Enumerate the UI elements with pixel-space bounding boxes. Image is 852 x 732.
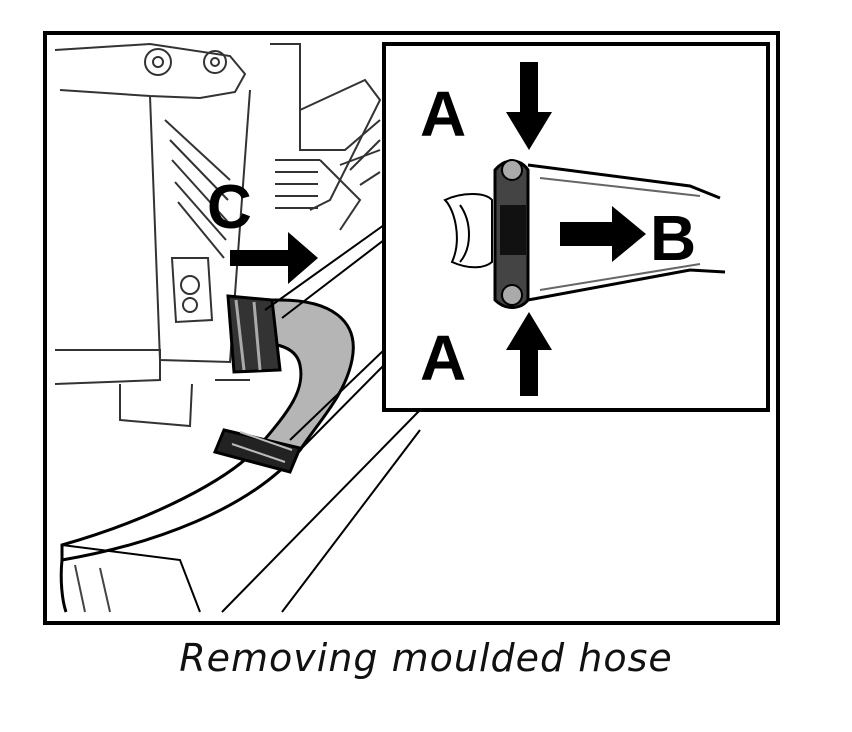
engine-bracket-drawing (54, 42, 382, 428)
clip-detail (443, 159, 726, 309)
inset-leader-lines (221, 224, 421, 613)
arrow-a-top (506, 62, 552, 150)
arrow-c (230, 232, 318, 284)
figure-caption: Removing moulded hose (179, 636, 673, 680)
arrow-b (560, 206, 646, 262)
label-b: B (650, 202, 696, 274)
arrow-a-bottom (506, 312, 552, 396)
hose-coupling (212, 294, 303, 474)
label-c: C (207, 173, 252, 242)
label-a-top: A (420, 78, 466, 150)
label-a-bottom: A (420, 322, 466, 394)
